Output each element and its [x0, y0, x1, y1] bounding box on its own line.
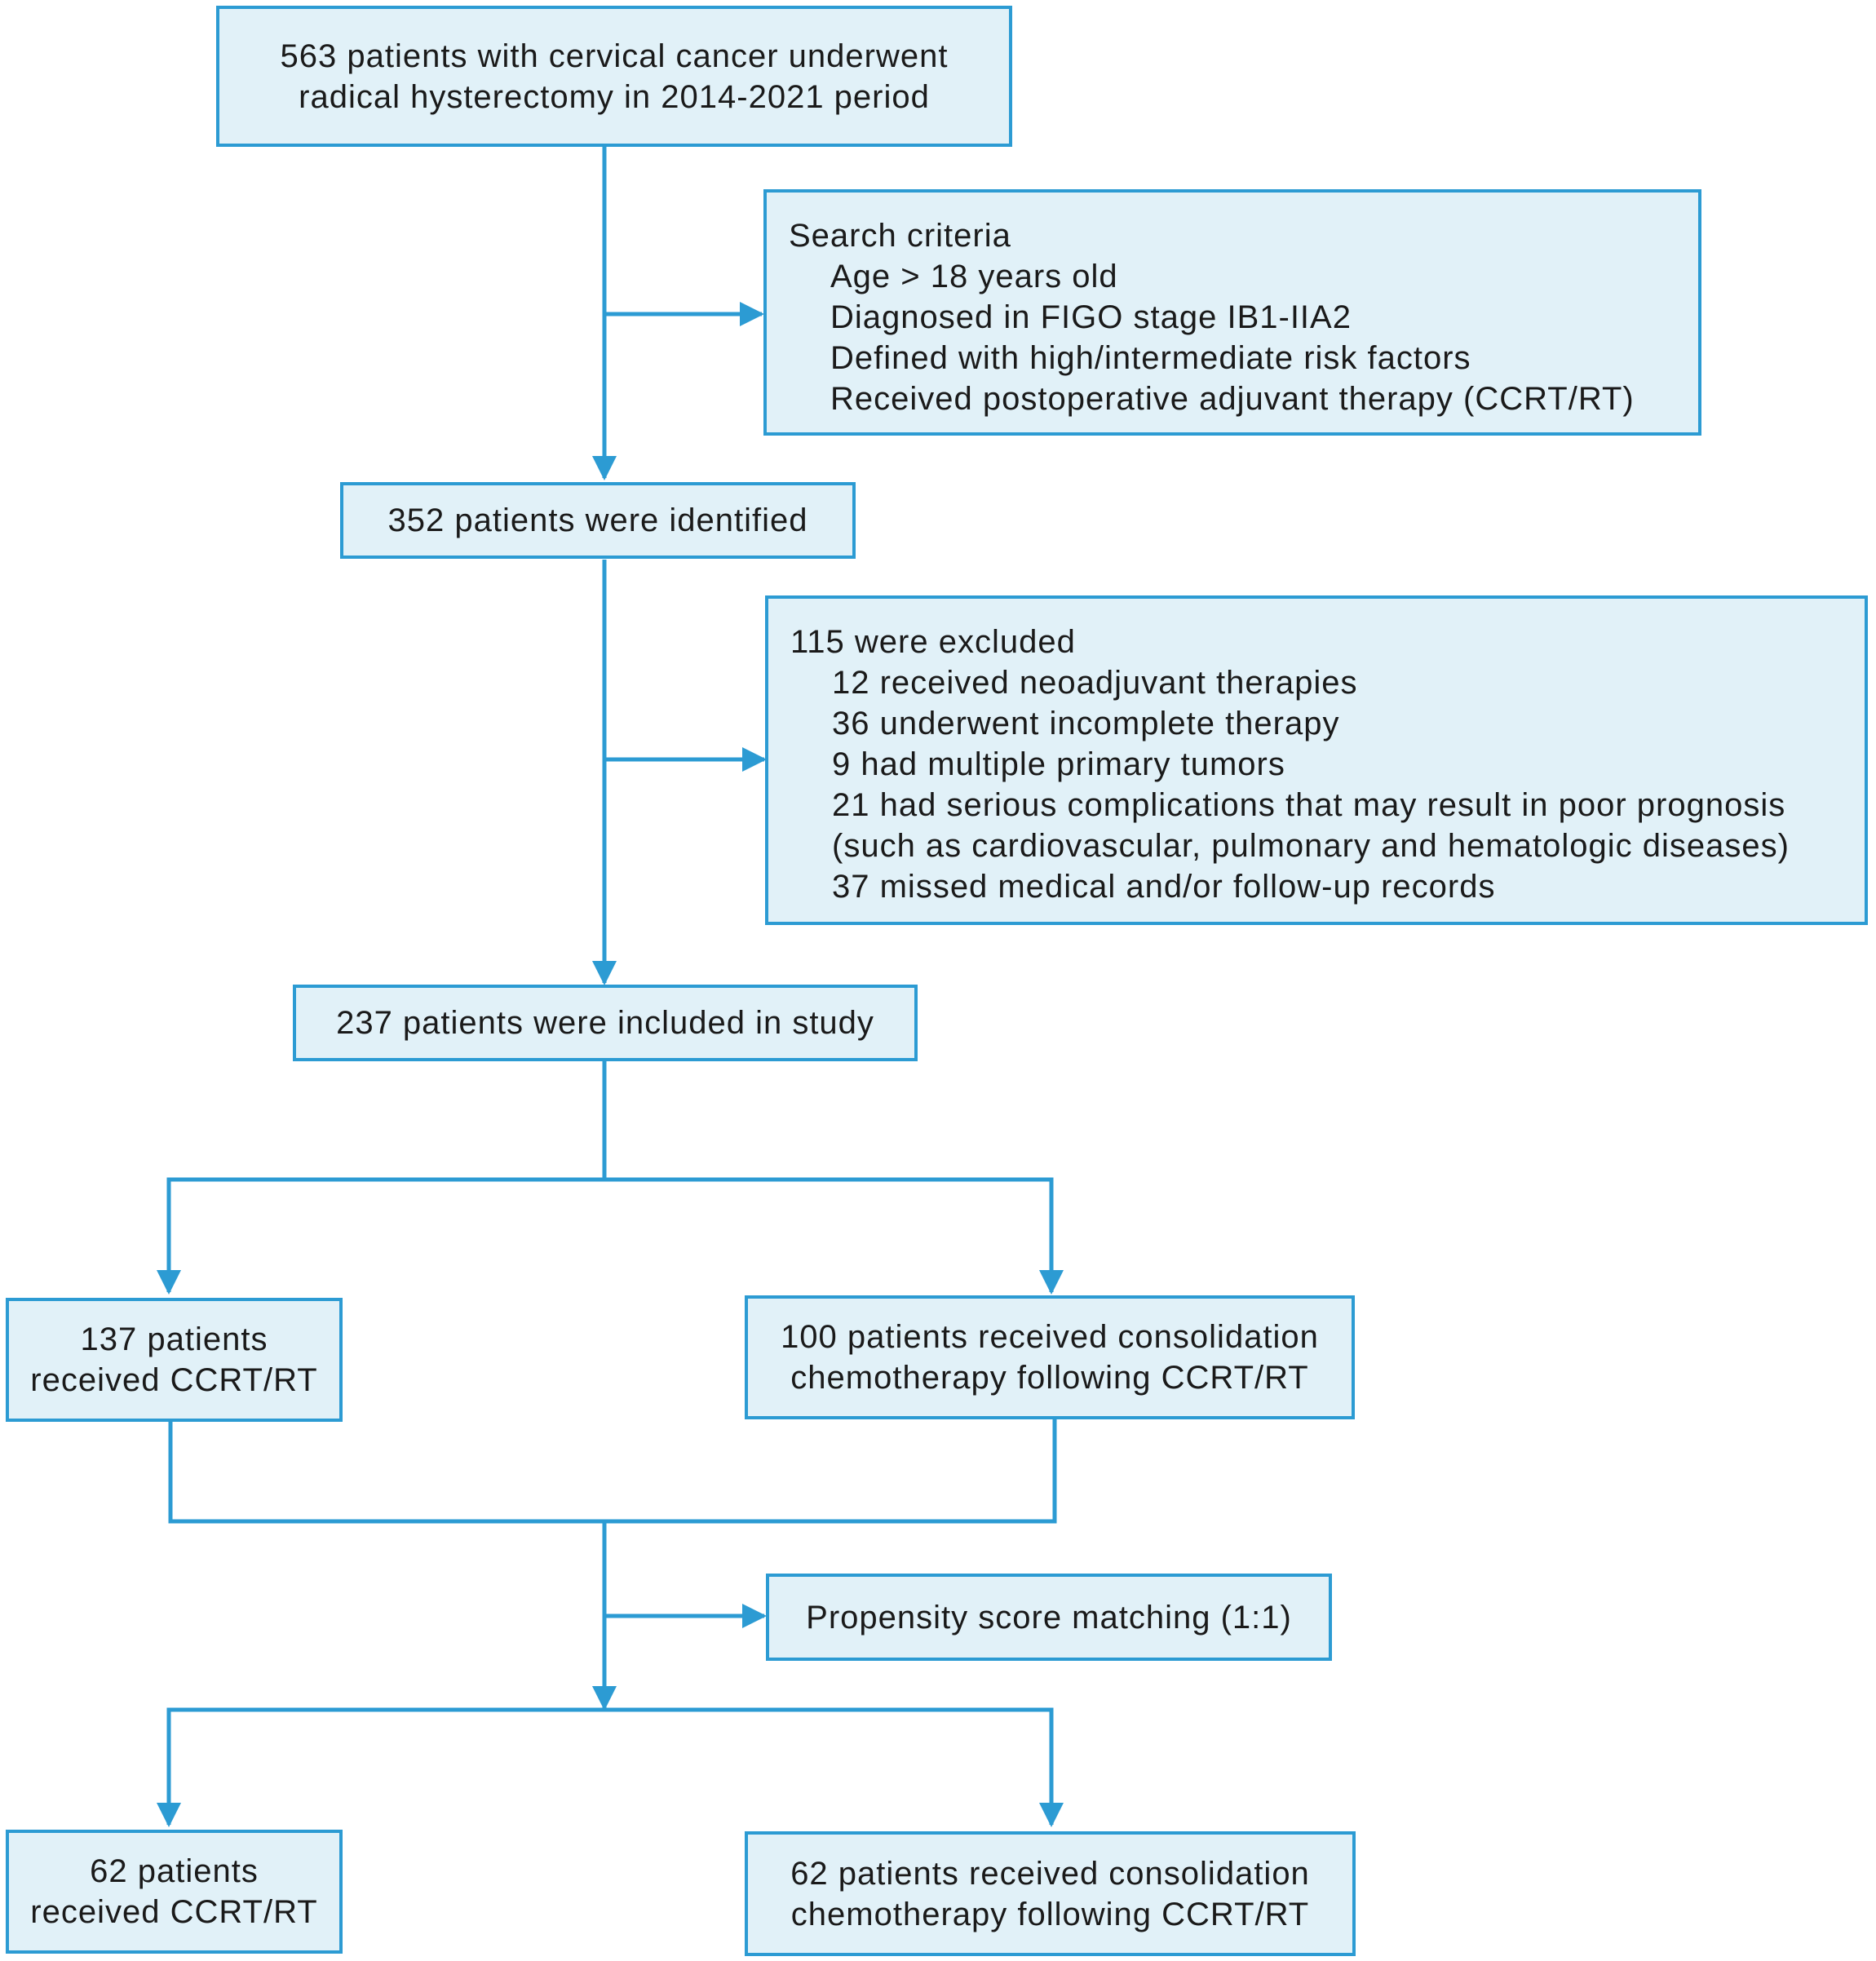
excluded-title: 115 were excluded — [790, 624, 1076, 660]
group-a-box: 137 patients received CCRT/RT — [6, 1298, 343, 1422]
included-box: 237 patients were included in study — [293, 985, 918, 1061]
split-connector-3 — [157, 1707, 604, 1827]
included-text: 237 patients were included in study — [336, 1005, 874, 1041]
group-a-line-1: 137 patients — [80, 1321, 268, 1357]
search-criterion-3: Defined with high/intermediate risk fact… — [830, 340, 1471, 376]
split-connector-1 — [157, 1060, 607, 1295]
split-connector-2 — [604, 1177, 1064, 1295]
excluded-item-6: 37 missed medical and/or follow-up recor… — [832, 869, 1496, 905]
matched-a-line-1: 62 patients — [90, 1853, 259, 1889]
group-b-line-1: 100 patients received consolidation — [781, 1319, 1319, 1355]
start-line-1: 563 patients with cervical cancer underw… — [280, 38, 949, 74]
identified-box: 352 patients were identified — [340, 482, 856, 559]
search-criterion-1: Age > 18 years old — [830, 259, 1118, 294]
search-criteria-box: Search criteria Age > 18 years old Diagn… — [763, 189, 1701, 436]
excluded-box: 115 were excluded 12 received neoadjuvan… — [765, 595, 1868, 925]
group-a-line-2: received CCRT/RT — [30, 1362, 318, 1398]
search-criterion-2: Diagnosed in FIGO stage IB1-IIA2 — [830, 299, 1352, 335]
matched-b-box: 62 patients received consolidation chemo… — [745, 1831, 1356, 1956]
excluded-item-1: 12 received neoadjuvant therapies — [832, 665, 1358, 701]
excluded-item-4: 21 had serious complications that may re… — [832, 787, 1786, 823]
excluded-item-3: 9 had multiple primary tumors — [832, 746, 1285, 782]
group-b-line-2: chemotherapy following CCRT/RT — [790, 1360, 1309, 1396]
identified-text: 352 patients were identified — [387, 502, 808, 538]
split-connector-4 — [604, 1707, 1064, 1827]
excluded-item-2: 36 underwent incomplete therapy — [832, 706, 1340, 741]
group-b-box: 100 patients received consolidation chem… — [745, 1295, 1355, 1419]
excluded-item-5: (such as cardiovascular, pulmonary and h… — [832, 828, 1790, 864]
merge-connector — [168, 1419, 1057, 1524]
search-criterion-4: Received postoperative adjuvant therapy … — [830, 381, 1635, 417]
matched-a-box: 62 patients received CCRT/RT — [6, 1830, 343, 1954]
psm-text: Propensity score matching (1:1) — [806, 1599, 1292, 1636]
search-criteria-title: Search criteria — [789, 218, 1011, 254]
psm-box: Propensity score matching (1:1) — [766, 1574, 1332, 1661]
matched-a-line-2: received CCRT/RT — [30, 1894, 318, 1930]
matched-b-line-1: 62 patients received consolidation — [790, 1855, 1310, 1892]
start-line-2: radical hysterectomy in 2014-2021 period — [299, 78, 930, 115]
start-box: 563 patients with cervical cancer underw… — [216, 6, 1012, 147]
matched-b-line-2: chemotherapy following CCRT/RT — [790, 1896, 1310, 1932]
